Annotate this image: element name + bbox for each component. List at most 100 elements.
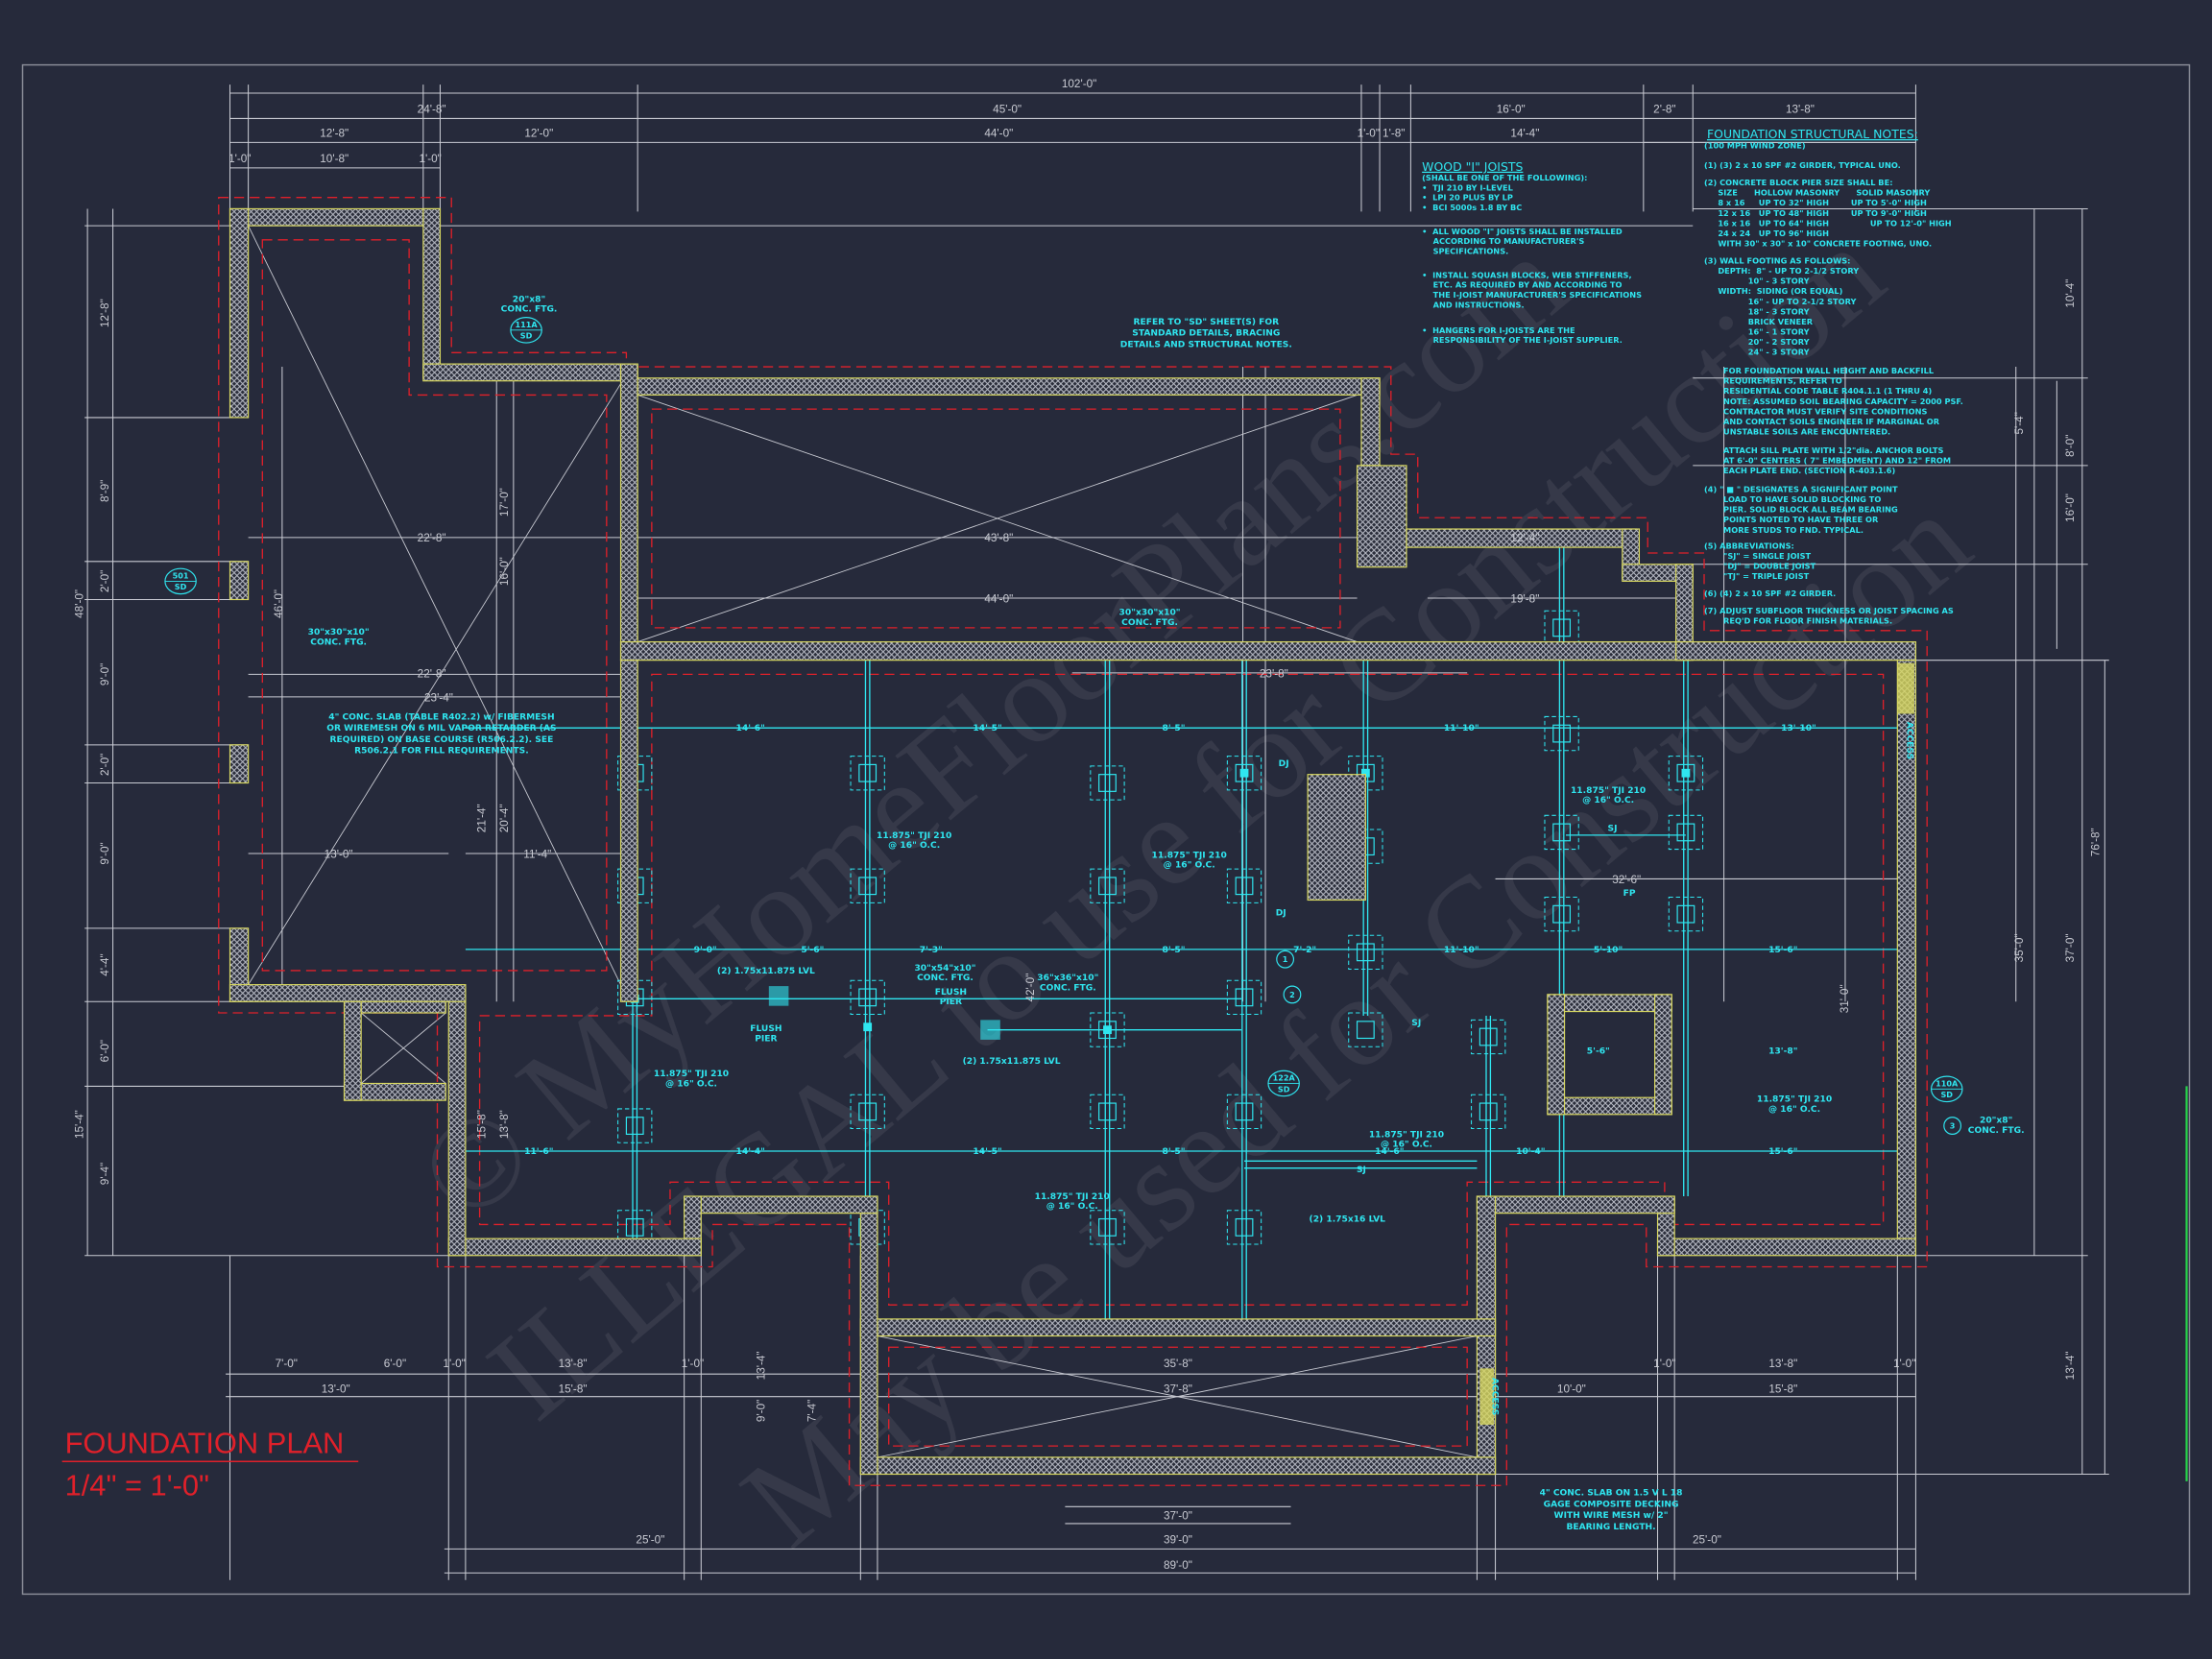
pier <box>1479 1102 1498 1121</box>
foundation-wall <box>1547 1096 1672 1116</box>
pier <box>858 877 878 896</box>
section-tag-number: 501 <box>173 570 189 580</box>
dimension-label: 12'-4" <box>1510 532 1539 544</box>
dimension-label: 12'-8" <box>99 299 111 327</box>
pier <box>858 1102 878 1121</box>
dimension-label: 12'-8" <box>320 128 349 140</box>
span-label: 10'-4" <box>1516 1147 1545 1157</box>
callout-label: (2) 1.75x11.875 LVL <box>717 967 815 976</box>
dimension-label: 39'-0" <box>1164 1534 1192 1547</box>
pier-footing <box>1668 756 1704 791</box>
joist-spacing-label: @ 16" O.C. <box>1381 1141 1432 1150</box>
dimension-label: 4'-4" <box>99 953 111 975</box>
structural-notes-line: LOAD TO HAVE SOLID BLOCKING TO <box>1704 494 1881 504</box>
structural-notes-line: (7) ADJUST SUBFLOOR THICKNESS OR JOIST S… <box>1704 606 1954 615</box>
dimension-label: 2'-0" <box>99 570 111 592</box>
foundation-wall <box>1675 640 1917 661</box>
structural-notes-line: (3) WALL FOOTING AS FOLLOWS: <box>1704 255 1850 265</box>
callout-label: CONC. FTG. <box>501 305 558 315</box>
span-label: 11'-6" <box>524 1147 553 1157</box>
structural-notes-line: (5) ABBREVIATIONS: <box>1704 541 1794 550</box>
foundation-wall <box>1656 1238 1917 1257</box>
dimension-label: 1'-0" <box>682 1358 704 1370</box>
structural-notes-line: REQ'D FOR FLOOR FINISH MATERIALS. <box>1704 615 1892 625</box>
dimension-label: 6'-0" <box>384 1358 406 1370</box>
dimension-label: 43'-8" <box>984 532 1013 544</box>
foundation-wall <box>228 984 467 1002</box>
structural-notes-line: 16" - UP TO 2-1/2 STORY <box>1704 297 1857 306</box>
crawlspace-access <box>1897 662 1914 714</box>
dimension-label: 1'-0" <box>1358 128 1380 140</box>
foundation-wall <box>619 640 1691 661</box>
callout-label: 30"x54"x10" <box>914 964 975 974</box>
structural-notes-line: 16 x 16 UP TO 64" HIGH UP TO 12'-0" HIGH <box>1704 218 1952 228</box>
dimension-label: 44'-0" <box>984 592 1013 605</box>
structural-notes-line: DEPTH: 8" - UP TO 2-1/2 STORY <box>1704 266 1860 276</box>
pier-footing <box>850 979 885 1016</box>
foundation-wall <box>1476 1195 1675 1214</box>
dimension-label: 22'-8" <box>418 667 446 680</box>
note-marker-number: 2 <box>1289 990 1295 999</box>
dimension-label: 9'-0" <box>99 663 111 685</box>
dimension-label: 13'-4" <box>755 1351 767 1380</box>
section-tag-sheet: SD <box>1940 1090 1953 1099</box>
span-label: 5'-6" <box>801 946 824 955</box>
dimension-label: 35'-8" <box>1164 1358 1192 1370</box>
pier-footing <box>1226 868 1262 903</box>
callout-label: 20"x8" <box>513 295 545 304</box>
dimension-label: 13'-8" <box>498 1110 511 1139</box>
dimension-label: 13'-0" <box>325 848 353 860</box>
callout-label: PIER <box>755 1034 777 1044</box>
sheet-border <box>21 63 2191 1596</box>
dimension-label: 13'-0" <box>322 1382 350 1395</box>
foundation-wall <box>1547 994 1566 1116</box>
dimension-label: 37'-0" <box>1164 1510 1192 1523</box>
plan-scale: 1/4" = 1'-0" <box>65 1469 209 1503</box>
wood-joists-line: AND INSTRUCTIONS. <box>1422 300 1524 309</box>
dimension-label: 45'-0" <box>993 104 1022 116</box>
dimension-label: 10'-0" <box>1557 1382 1586 1395</box>
span-label: 13'-8" <box>1768 1047 1797 1057</box>
note-marker-number: 3 <box>1950 1121 1956 1131</box>
callout-label: CONC. FTG. <box>1968 1126 2025 1136</box>
slab-note-line: GAGE COMPOSITE DECKING <box>1544 1500 1679 1509</box>
dimension-label: 6'-0" <box>99 1040 111 1062</box>
dimension-label: 15'-8" <box>475 1110 488 1139</box>
structural-notes-line: AND CONTACT SOILS ENGINEER IF MARGINAL O… <box>1704 417 1940 426</box>
wood-joists-line: SPECIFICATIONS. <box>1422 246 1508 255</box>
foundation-wall <box>859 1195 878 1476</box>
dimension-label: 46'-0" <box>273 589 285 618</box>
dimension-label: 11'-4" <box>523 848 551 860</box>
dimension-label: 2'-0" <box>99 754 111 776</box>
pier-footing <box>1090 1094 1125 1130</box>
dimension-label: 9'-4" <box>99 1163 111 1185</box>
joist-spacing-label: @ 16" O.C. <box>1582 796 1634 805</box>
callout-label: CONC. FTG. <box>1121 618 1178 628</box>
section-tag-sheet: SD <box>520 331 533 341</box>
pier-footing <box>850 1094 885 1130</box>
dimension-label: 22'-8" <box>418 532 446 544</box>
dimension-label: 1'-8" <box>1382 128 1405 140</box>
footing-outline <box>218 197 1928 1486</box>
pier <box>1098 1217 1117 1237</box>
span-label: 8'-5" <box>1163 724 1186 733</box>
dimension-label: 25'-0" <box>1693 1534 1721 1547</box>
joist-spacing-label: @ 16" O.C. <box>1164 861 1215 871</box>
pier <box>1356 943 1375 962</box>
pier <box>1098 877 1117 896</box>
foundation-wall <box>1547 994 1672 1013</box>
structural-notes-line: WIDTH: SIDING (OR EQUAL) <box>1704 286 1843 296</box>
structural-notes-line: ATTACH SILL PLATE WITH 1/2"dia. ANCHOR B… <box>1704 445 1944 455</box>
section-tag-number: 111A <box>516 320 539 329</box>
structural-notes-line: RESIDENTIAL CODE TABLE R404.1.1 (1 THRU … <box>1704 386 1932 396</box>
callout-label: 30"x30"x10" <box>308 628 370 637</box>
structural-notes-line: 16" - 1 STORY <box>1704 327 1811 337</box>
span-label: 13'-10" <box>1781 724 1816 733</box>
span-label: 5'-6" <box>1587 1047 1610 1057</box>
span-label: 14'-4" <box>736 1147 765 1157</box>
note-marker <box>1276 950 1295 969</box>
cross-line <box>637 395 1358 642</box>
wood-joists-line: • INSTALL SQUASH BLOCKS, WEB STIFFENERS, <box>1422 270 1631 279</box>
span-label: 11'-10" <box>1444 724 1479 733</box>
span-label: 5'-10" <box>1594 946 1623 955</box>
